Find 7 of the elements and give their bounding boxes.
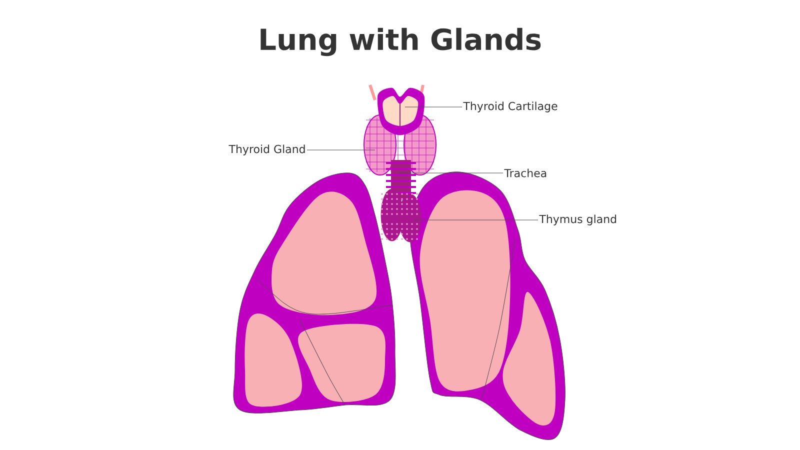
part-label: Trachea [504,168,546,178]
part-label: Thyroid Gland [228,144,305,156]
leader-line [398,172,504,174]
leader-line [404,106,462,108]
title: Lung with Glands [260,28,541,56]
part-label: Thyroid Cartilage [463,102,558,112]
part-label: Thymus gland [539,214,616,226]
